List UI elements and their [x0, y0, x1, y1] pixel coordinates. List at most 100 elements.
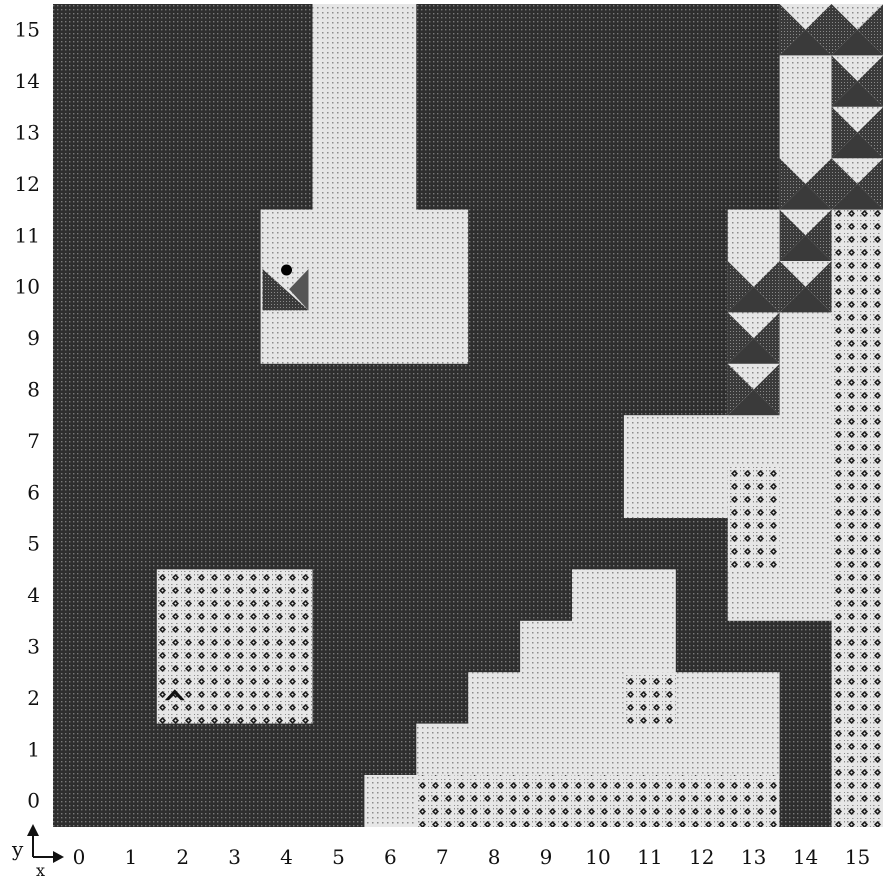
- grid-cell: [261, 107, 314, 159]
- grid-cell: [624, 518, 677, 570]
- grid-cell: [261, 518, 314, 570]
- grid-cell: [676, 415, 729, 467]
- grid-cell: [676, 312, 729, 364]
- grid-cell: [105, 415, 157, 467]
- grid-cell: [728, 518, 781, 570]
- grid-cell: [209, 312, 262, 364]
- grid-cell: [364, 210, 417, 262]
- grid-cell: [624, 672, 677, 724]
- y-tick-label: 8: [27, 378, 40, 402]
- grid-cell: [676, 364, 729, 416]
- grid-cell: [157, 518, 210, 570]
- grid-cell: [157, 415, 210, 467]
- grid-cell: [364, 672, 417, 724]
- grid-cell: [416, 55, 469, 107]
- grid-cell: [572, 312, 625, 364]
- grid-cell: [364, 518, 417, 570]
- grid-cell: [364, 415, 417, 467]
- grid-cell: [105, 467, 157, 519]
- grid-cell: [209, 672, 262, 724]
- grid-cell: [728, 107, 781, 159]
- grid-cell: [728, 467, 781, 519]
- grid-cell: [416, 261, 469, 313]
- grid-cell: [676, 621, 729, 673]
- grid-cell: [468, 415, 521, 467]
- grid-cell: [572, 569, 625, 621]
- y-tick-label: 2: [27, 686, 40, 710]
- grid-cell: [520, 775, 573, 827]
- grid-cell: [468, 312, 521, 364]
- y-tick-label: 15: [15, 18, 40, 42]
- grid-cell: [468, 775, 521, 827]
- grid-cell: [53, 312, 106, 364]
- grid-cell: [157, 467, 210, 519]
- grid-cell: [53, 672, 106, 724]
- grid-cell: [313, 621, 366, 673]
- grid-cell: [105, 724, 157, 776]
- grid-cell: [261, 724, 314, 776]
- grid-cell: [676, 210, 729, 262]
- grid-cell: [520, 569, 573, 621]
- grid-cell: [53, 364, 106, 416]
- grid-cell: [157, 312, 210, 364]
- grid-cell: [313, 569, 366, 621]
- grid-cell: [105, 4, 157, 56]
- grid-cell: [676, 4, 729, 56]
- grid-cell: [572, 724, 625, 776]
- grid-cell: [364, 364, 417, 416]
- grid-cell: [520, 364, 573, 416]
- grid-cell: [53, 569, 106, 621]
- grid-cell: [209, 415, 262, 467]
- grid-cell: [105, 621, 157, 673]
- grid-cell: [572, 210, 625, 262]
- x-tick-label: 11: [637, 845, 662, 869]
- grid-cell: [572, 467, 625, 519]
- grid-cell: [53, 107, 106, 159]
- grid-cell: [572, 518, 625, 570]
- grid-cell: [157, 261, 210, 313]
- grid-cell: [416, 467, 469, 519]
- grid-cell: [728, 210, 781, 262]
- grid-cell: [313, 55, 366, 107]
- grid-cell: [416, 4, 469, 56]
- grid-cell: [105, 569, 157, 621]
- grid-cell: [416, 364, 469, 416]
- grid-cell: [416, 569, 469, 621]
- grid-cell: [728, 569, 781, 621]
- grid-cell: [832, 672, 883, 724]
- grid-cell: [364, 569, 417, 621]
- grid-cell: [572, 775, 625, 827]
- grid-cell: [313, 4, 366, 56]
- grid-cell: [780, 672, 833, 724]
- grid-cell: [313, 415, 366, 467]
- grid-cell: [832, 775, 883, 827]
- grid-cell: [780, 312, 833, 364]
- grid-cell: [624, 210, 677, 262]
- grid-cell: [53, 415, 106, 467]
- grid-cell: [105, 55, 157, 107]
- grid-cell: [313, 107, 366, 159]
- grid-cell: [676, 724, 729, 776]
- grid-cell: [105, 158, 157, 210]
- grid-cell: [780, 364, 833, 416]
- grid-cell: [364, 724, 417, 776]
- grid-cell: [832, 312, 883, 364]
- grid-cell: [676, 672, 729, 724]
- grid-cell: [728, 672, 781, 724]
- grid-cell: [572, 4, 625, 56]
- grid-cell: [364, 4, 417, 56]
- grid-cell: [157, 775, 210, 827]
- grid-cell: [416, 724, 469, 776]
- axis-indicator: y x: [11, 824, 64, 877]
- grid-cell: [364, 261, 417, 313]
- y-tick-label: 13: [15, 121, 40, 145]
- grid-cell: [520, 467, 573, 519]
- grid-cell: [728, 158, 781, 210]
- grid-cell: [157, 158, 210, 210]
- grid-cell: [157, 569, 210, 621]
- x-tick-label: 7: [436, 845, 449, 869]
- grid-cell: [624, 312, 677, 364]
- grid-cell: [780, 415, 833, 467]
- grid-cell: [728, 724, 781, 776]
- grid-cell: [624, 621, 677, 673]
